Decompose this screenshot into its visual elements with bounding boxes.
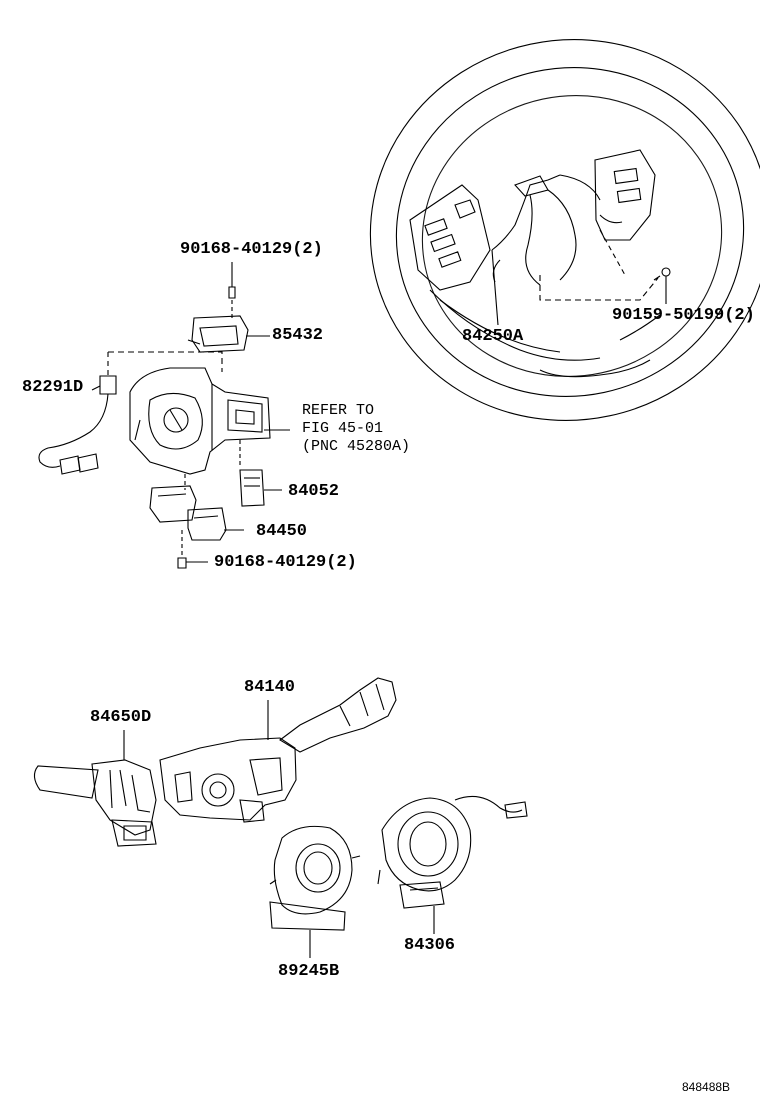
refer-line-2: FIG 45-01 bbox=[302, 420, 384, 437]
figure-code: 848488B bbox=[682, 1080, 731, 1094]
right-switch-pad bbox=[595, 150, 655, 240]
label-part-84140: 84140 bbox=[244, 678, 296, 697]
label-part-84052: 84052 bbox=[288, 482, 340, 501]
label-bolt-90159: 90159-50199(2) bbox=[612, 306, 755, 325]
left-switch-pad bbox=[410, 185, 490, 290]
wheel-bolt-icon bbox=[654, 268, 670, 280]
refer-line-3: (PNC 45280A) bbox=[302, 438, 411, 455]
label-part-84306: 84306 bbox=[404, 936, 456, 955]
label-part-85432: 85432 bbox=[272, 326, 324, 345]
label-part-82291d: 82291D bbox=[22, 378, 84, 397]
label-part-84650d: 84650D bbox=[90, 708, 152, 727]
steering-wheel-drawing bbox=[335, 3, 760, 458]
refer-line-1: REFER TO bbox=[302, 402, 375, 419]
label-part-84450: 84450 bbox=[256, 522, 308, 541]
label-part-89245b: 89245B bbox=[278, 962, 340, 981]
lock-assembly-drawing bbox=[39, 262, 290, 568]
label-part-84250a: 84250A bbox=[462, 327, 524, 346]
label-bolt-90168-lower: 90168-40129(2) bbox=[214, 553, 357, 572]
label-bolt-90168-upper: 90168-40129(2) bbox=[180, 240, 323, 259]
combination-switch-drawing bbox=[34, 678, 527, 958]
